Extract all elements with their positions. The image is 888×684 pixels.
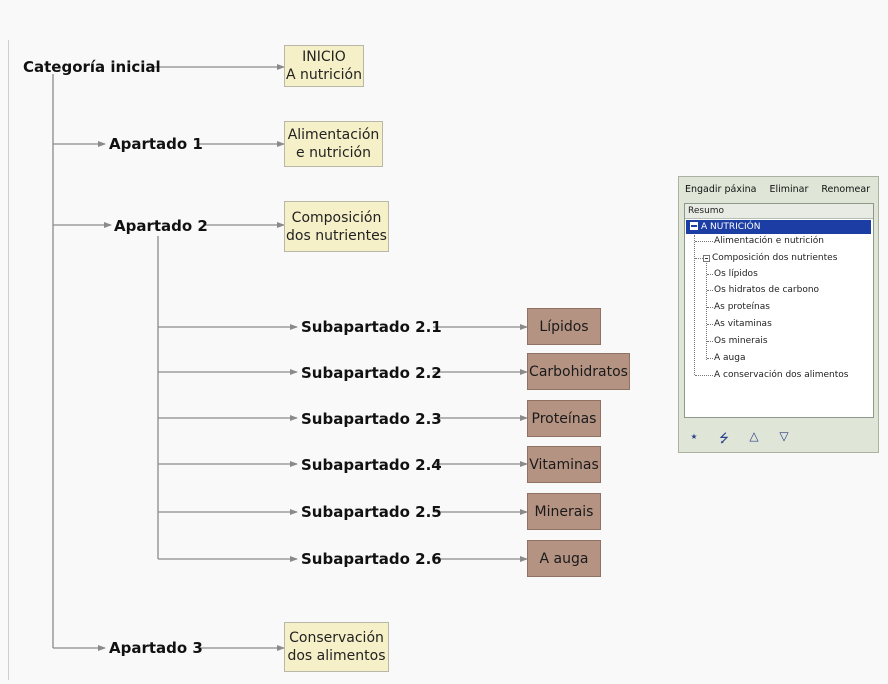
tree-item-vitaminas[interactable]: As vitaminas [714, 319, 772, 329]
move-up-icon[interactable]: △ [749, 429, 759, 443]
demote-icon[interactable]: ⭍ [719, 431, 729, 445]
node-apartado-3: Conservación dos alimentos [284, 622, 389, 672]
tree-item-alimentacion[interactable]: Alimentación e nutrición [714, 236, 824, 246]
tree-item-auga[interactable]: A auga [714, 353, 746, 363]
tree-guide-c5 [707, 341, 713, 342]
node-apartado-2-line2: dos nutrientes [286, 227, 387, 244]
tree-guide-c6 [707, 358, 713, 359]
node-apartado-3-line2: dos alimentos [287, 648, 386, 664]
subapartado-2-label: Subapartado 2.2 [301, 364, 442, 382]
tree-item-hidratos[interactable]: Os hidratos de carbono [714, 285, 820, 295]
tree-guide-c4 [707, 324, 713, 325]
canvas-border [8, 40, 9, 680]
node-a-auga: A auga [527, 540, 601, 577]
rename-button[interactable]: Renomear [821, 184, 871, 195]
outline-tree[interactable]: Resumo A NUTRICIÓN Alimentación e nutric… [684, 203, 874, 418]
node-apartado-2-line1: Composición [291, 209, 382, 226]
subapartado-6-label: Subapartado 2.6 [301, 550, 442, 568]
tree-item-proteinas[interactable]: As proteínas [714, 302, 770, 312]
node-minerais: Minerais [527, 493, 601, 530]
collapse-icon[interactable] [690, 222, 698, 230]
node-inicio-line1: INICIO [302, 49, 346, 65]
node-apartado-1: Alimentación e nutrición [284, 121, 383, 167]
node-apartado-3-line1: Conservación [289, 630, 384, 646]
node-proteinas: Proteínas [527, 400, 601, 437]
tree-guide-c3 [707, 307, 713, 308]
tree-root-label: A NUTRICIÓN [701, 222, 761, 232]
node-inicio-line2: A nutrición [286, 67, 362, 83]
tree-guide-main [694, 235, 695, 375]
apartado-1-label: Apartado 1 [109, 135, 203, 153]
delete-button[interactable]: Eliminar [769, 184, 809, 195]
node-vitaminas: Vitaminas [527, 446, 601, 483]
outline-panel: Engadir páxina Eliminar Renomear Resumo … [678, 176, 879, 453]
node-apartado-2: Composición dos nutrientes [284, 201, 389, 252]
panel-buttons: ⭑ ⭍ △ ▽ [687, 429, 791, 450]
tree-guide-h2 [695, 258, 703, 259]
apartado-2-label: Apartado 2 [114, 217, 208, 235]
apartado-3-label: Apartado 3 [109, 639, 203, 657]
node-inicio: INICIO A nutrición [284, 45, 364, 87]
root-label: Categoría inicial [23, 58, 161, 76]
node-lipidos: Lípidos [527, 308, 601, 345]
tree-guide-h3 [695, 375, 713, 376]
tree-item-composicion[interactable]: Composición dos nutrientes [712, 253, 838, 263]
tree-root-item[interactable]: A NUTRICIÓN [686, 220, 871, 234]
subapartado-1-label: Subapartado 2.1 [301, 318, 442, 336]
tree-item-minerais[interactable]: Os minerais [714, 336, 768, 346]
subapartado-3-label: Subapartado 2.3 [301, 410, 442, 428]
node-apartado-1-line2: e nutrición [296, 145, 371, 161]
collapse-icon[interactable] [703, 255, 710, 262]
promote-icon[interactable]: ⭑ [690, 429, 698, 443]
tree-item-conservacion[interactable]: A conservación dos alimentos [714, 370, 849, 380]
panel-toolbar: Engadir páxina Eliminar Renomear [685, 184, 874, 200]
tree-item-lipidos[interactable]: Os lípidos [714, 269, 758, 279]
tree-guide-h1 [695, 241, 713, 242]
subapartado-4-label: Subapartado 2.4 [301, 456, 442, 474]
subapartado-5-label: Subapartado 2.5 [301, 503, 442, 521]
tree-guide-c2 [707, 290, 713, 291]
tree-header: Resumo [685, 204, 873, 219]
node-apartado-1-line1: Alimentación [287, 127, 380, 143]
add-page-button[interactable]: Engadir páxina [685, 184, 757, 195]
tree-guide-c1 [707, 274, 713, 275]
move-down-icon[interactable]: ▽ [779, 429, 789, 443]
node-carbohidratos: Carbohidratos [527, 353, 630, 390]
tree-guide-sub [706, 263, 707, 360]
